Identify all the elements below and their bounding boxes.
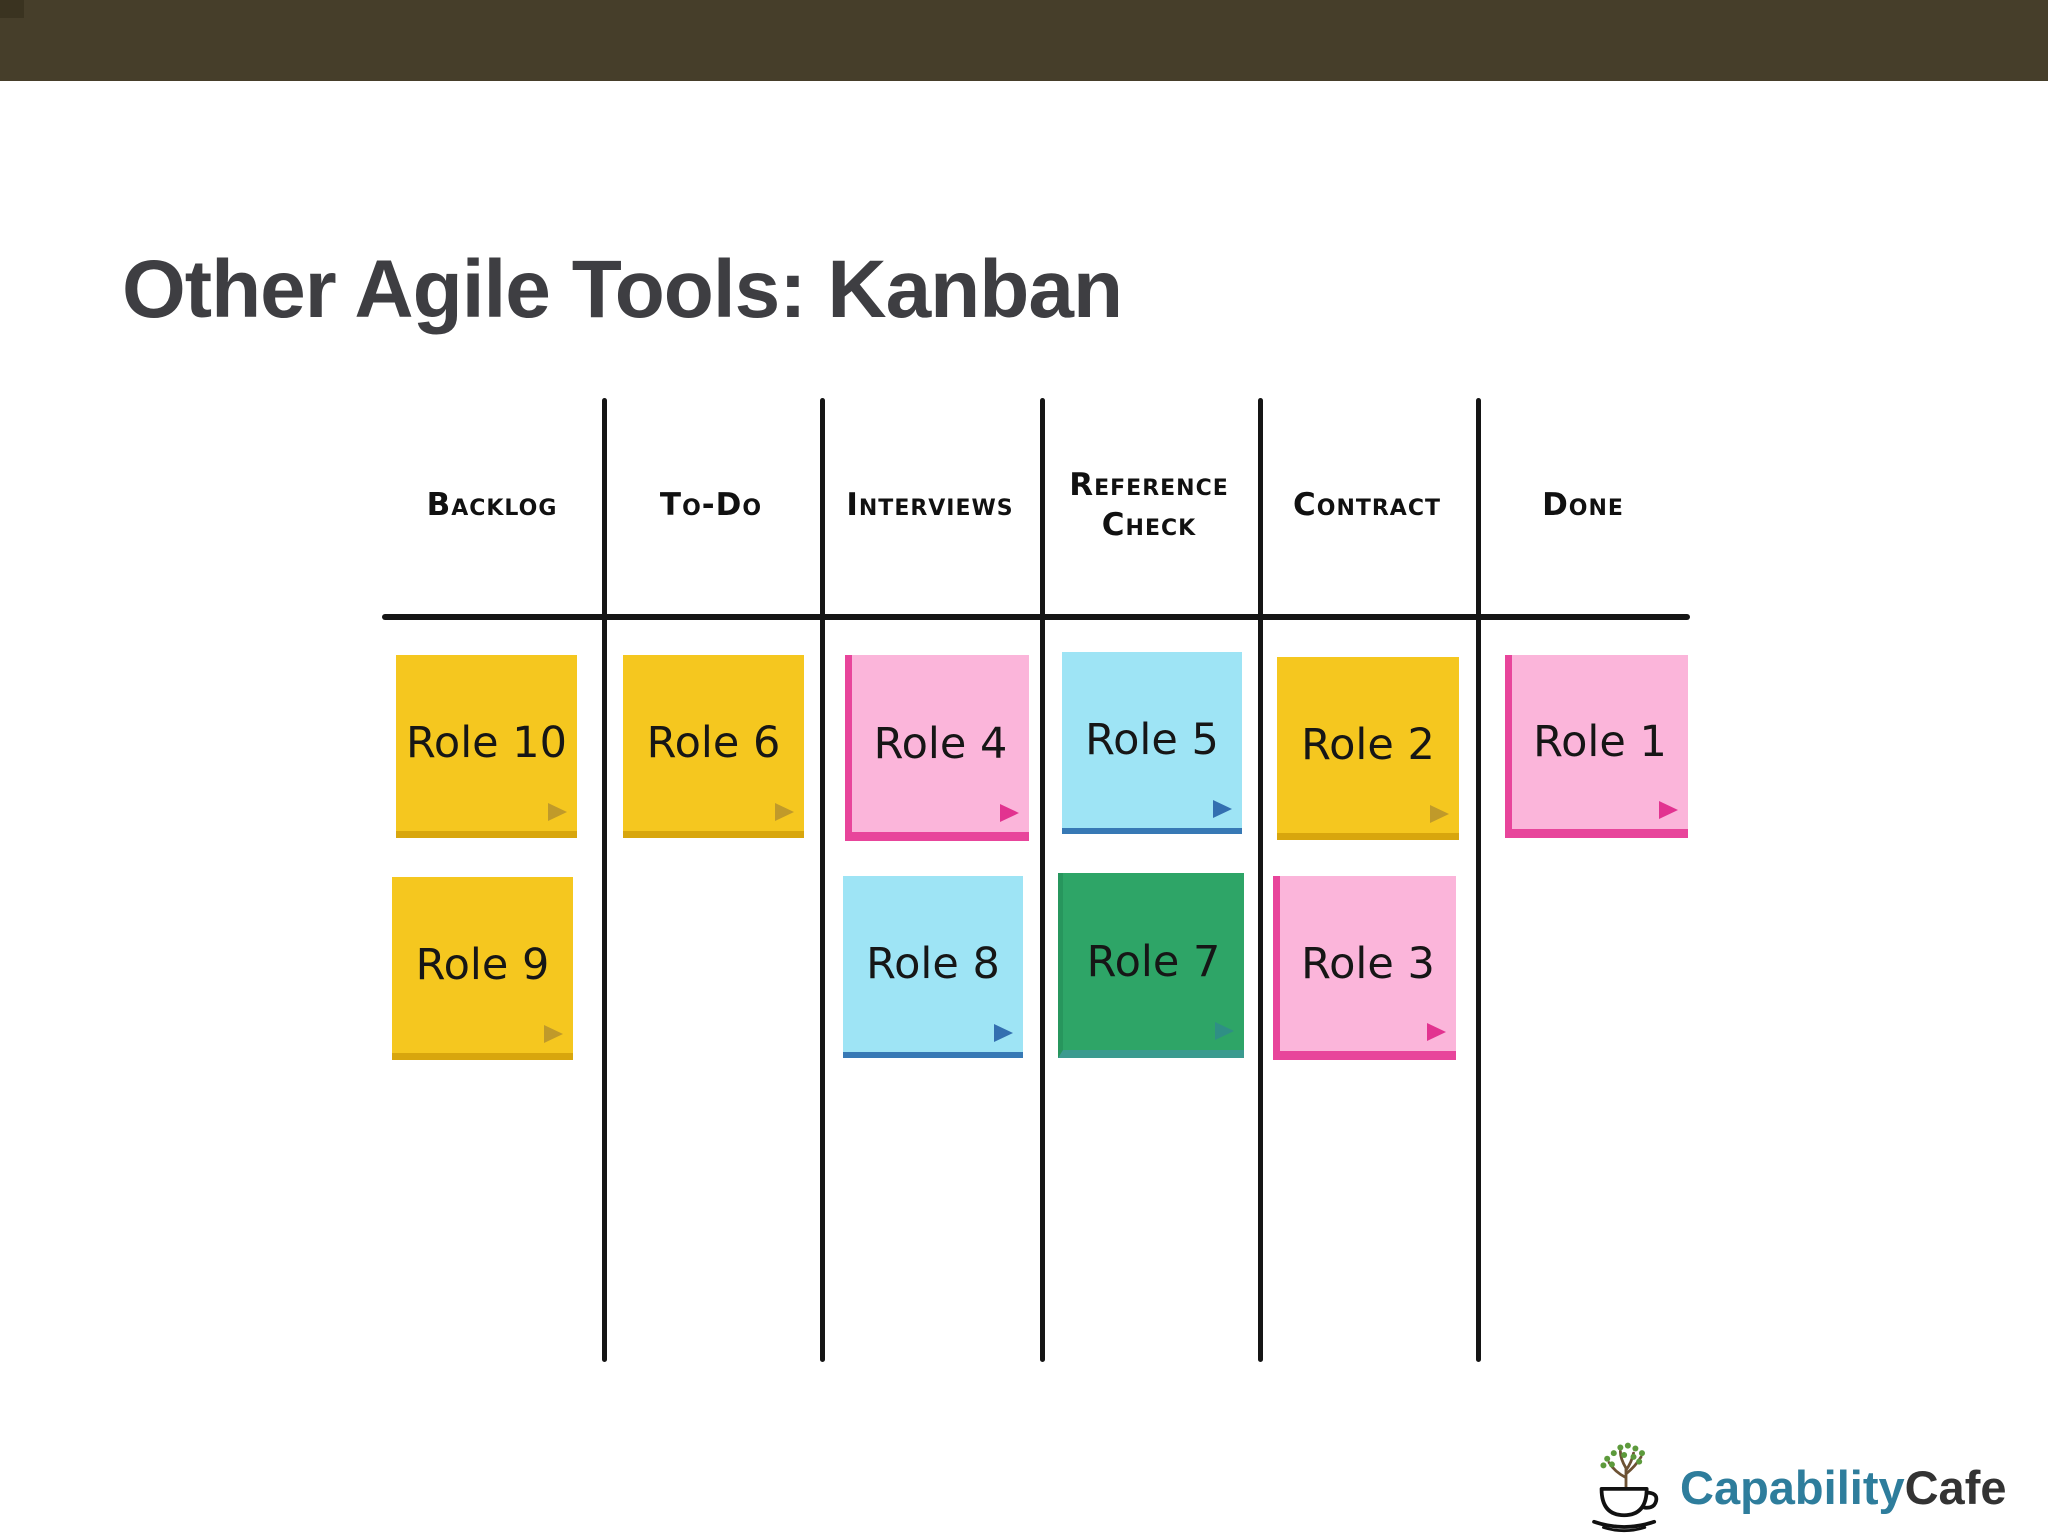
note-corner-flag-icon	[548, 803, 567, 821]
note-corner-flag-icon	[1659, 801, 1678, 819]
sticky-note-role-1: Role 1	[1505, 655, 1688, 838]
sticky-note-role-5: Role 5	[1062, 652, 1242, 834]
column-header-interviews: Interviews	[820, 430, 1040, 580]
sticky-note-role-8: Role 8	[843, 876, 1023, 1058]
sticky-note-label: Role 1	[1533, 717, 1667, 767]
sticky-note-role-9: Role 9	[392, 877, 573, 1060]
column-header-label: Reference Check	[1069, 466, 1229, 543]
sticky-note-label: Role 8	[866, 939, 1000, 989]
column-header-label: Backlog	[426, 486, 558, 523]
board-column-divider	[602, 398, 607, 1362]
board-column-divider	[820, 398, 825, 1362]
sticky-note-label: Role 3	[1301, 938, 1435, 989]
column-header-label: Interviews	[846, 486, 1014, 523]
sticky-note-role-3: Role 3	[1273, 876, 1456, 1060]
board-column-divider	[1476, 398, 1481, 1362]
note-corner-flag-icon	[1000, 804, 1019, 822]
sticky-note-label: Role 6	[646, 718, 781, 768]
sticky-note-label: Role 5	[1085, 715, 1219, 765]
sticky-note-role-7: Role 7	[1058, 873, 1244, 1058]
column-header-to-do: To-Do	[602, 430, 820, 580]
slide-top-banner	[0, 0, 2048, 81]
logo-wordmark: CapabilityCafe	[1680, 1460, 2006, 1515]
sticky-note-label: Role 10	[405, 718, 568, 768]
column-header-reference-check: Reference Check	[1040, 430, 1258, 580]
sticky-note-role-2: Role 2	[1277, 657, 1459, 840]
logo-text-capability: Capability	[1680, 1460, 1905, 1514]
sticky-note-label: Role 2	[1301, 720, 1435, 770]
note-corner-flag-icon	[775, 803, 794, 821]
slide-title: Other Agile Tools: Kanban	[122, 243, 1123, 335]
sticky-note-role-4: Role 4	[845, 655, 1029, 841]
banner-corner-accent	[0, 0, 24, 18]
note-corner-flag-icon	[1215, 1022, 1234, 1040]
note-corner-flag-icon	[544, 1025, 563, 1043]
column-header-contract: Contract	[1258, 430, 1476, 580]
note-corner-flag-icon	[1213, 800, 1232, 818]
sticky-note-role-6: Role 6	[623, 655, 804, 838]
column-header-label: To-Do	[659, 486, 763, 523]
sticky-note-label: Role 7	[1086, 936, 1221, 987]
board-column-divider	[1040, 398, 1045, 1362]
coffee-cup-with-tree-icon	[1592, 1442, 1659, 1533]
logo-text-cafe: Cafe	[1904, 1460, 2007, 1514]
board-header-divider	[382, 614, 1690, 620]
board-column-divider	[1258, 398, 1263, 1362]
note-corner-flag-icon	[1427, 1023, 1446, 1041]
capability-cafe-logo: CapabilityCafe	[1578, 1438, 2006, 1536]
sticky-note-role-10: Role 10	[396, 655, 577, 838]
column-header-label: Done	[1542, 486, 1624, 523]
note-corner-flag-icon	[1430, 805, 1449, 823]
column-header-done: Done	[1476, 430, 1690, 580]
note-corner-flag-icon	[994, 1024, 1013, 1042]
sticky-note-label: Role 9	[415, 940, 550, 990]
column-header-backlog: Backlog	[382, 430, 602, 580]
sticky-note-label: Role 4	[873, 718, 1008, 769]
column-header-label: Contract	[1293, 486, 1441, 523]
